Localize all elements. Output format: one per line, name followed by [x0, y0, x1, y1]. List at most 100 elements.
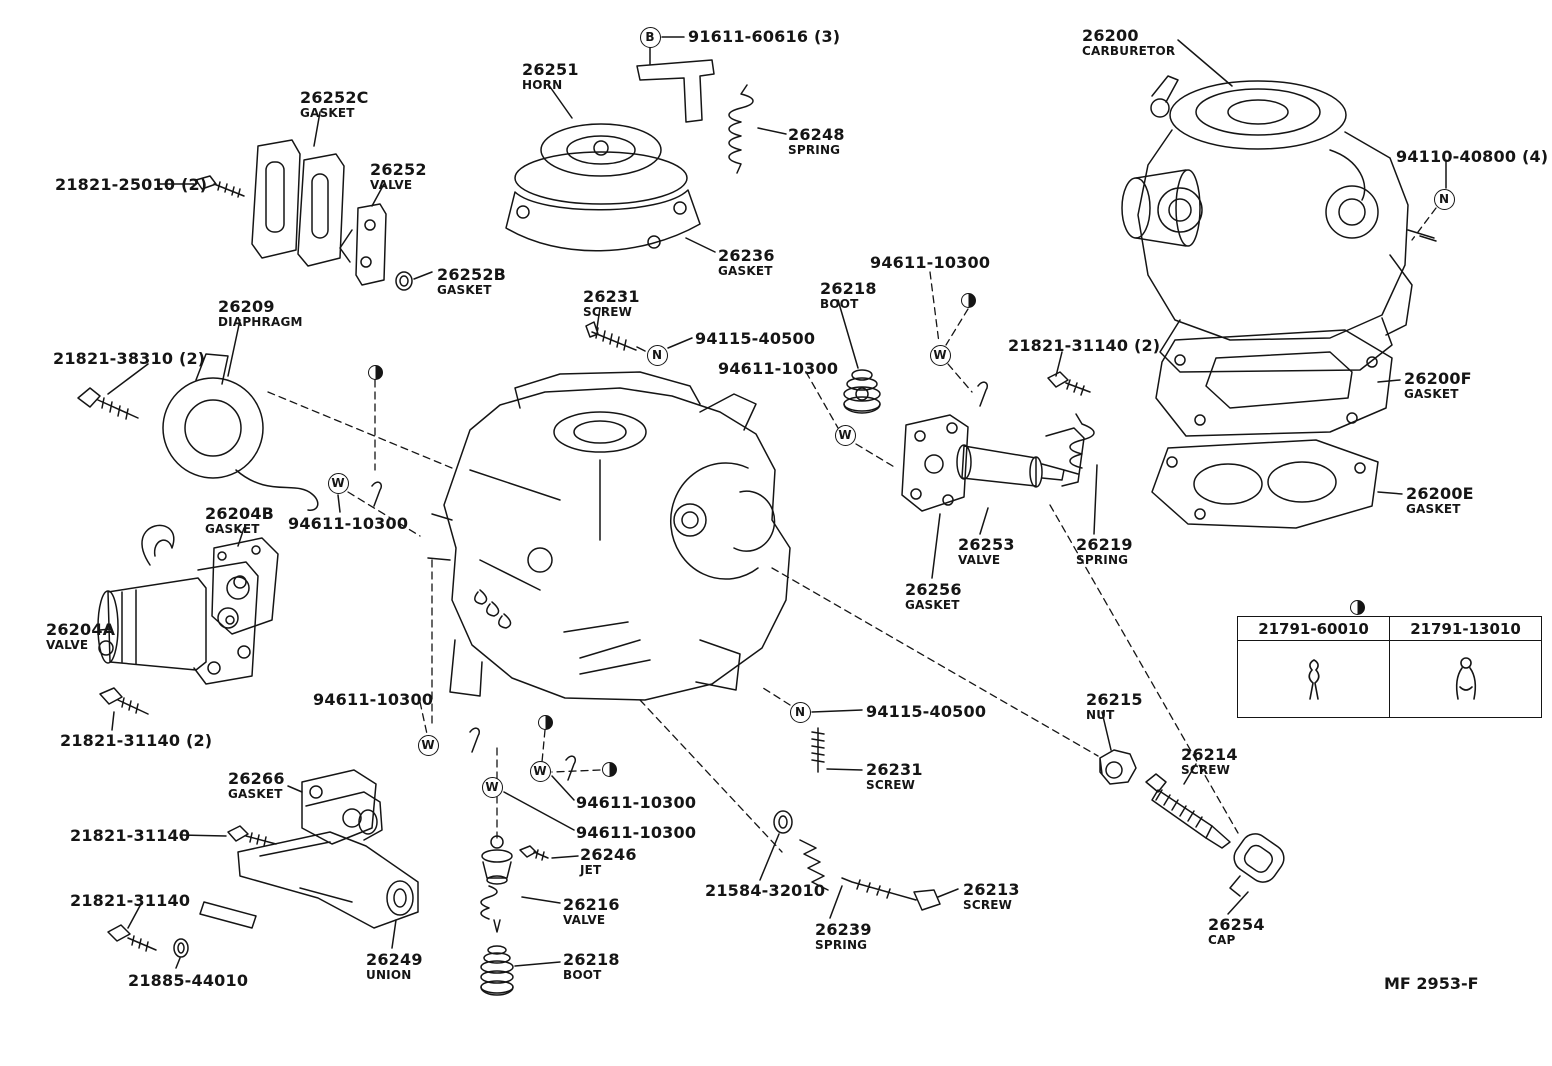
part-name: UNION	[366, 967, 412, 982]
part-name: VALVE	[958, 552, 1001, 567]
part-name: GASKET	[205, 521, 260, 536]
part-number: 26256	[905, 580, 962, 599]
part-number: 26246	[580, 845, 637, 864]
callout-w-icon: W	[481, 776, 503, 798]
part-number: 26200E	[1406, 484, 1474, 503]
part-number: 94611-10300	[313, 690, 434, 709]
part-label: 94115-40500	[866, 703, 986, 721]
callout-w-icon: W	[529, 760, 551, 782]
part-name: GASKET	[300, 105, 355, 120]
part-label: 94110-40800 (4)	[1396, 148, 1548, 166]
part-number: 94110-40800 (4)	[1396, 147, 1549, 166]
table-body-cell	[1238, 641, 1390, 717]
half-filled-circle-icon	[601, 761, 617, 777]
part-name: CAP	[1208, 932, 1236, 947]
part-number: 26252C	[300, 88, 369, 107]
part-number: 26252	[370, 160, 427, 179]
part-number: 26204B	[205, 504, 275, 523]
part-number: 94611-10300	[576, 823, 697, 842]
part-label: 21885-44010	[128, 972, 248, 990]
callout-w-icon: W	[327, 472, 349, 494]
table-body-cell	[1390, 641, 1541, 717]
part-label: 21821-31140	[70, 892, 190, 910]
part-number: 26239	[815, 920, 872, 939]
part-name: CARBURETOR	[1082, 43, 1176, 58]
part-number: 21821-31140 (2)	[1008, 336, 1161, 355]
table-header-row: 21791-60010 21791-13010	[1238, 617, 1541, 641]
part-number: 94611-10300	[576, 793, 697, 812]
part-label: 94611-10300	[718, 360, 838, 378]
part-number: 26249	[366, 950, 423, 969]
part-label: 94115-40500	[695, 330, 815, 348]
part-name: GASKET	[437, 282, 492, 297]
part-number: 91611-60616 (3)	[688, 27, 841, 46]
part-number: 26231	[866, 760, 923, 779]
part-label: 94611-10300	[576, 794, 696, 812]
part-number: 26231	[583, 287, 640, 306]
part-name: SPRING	[1076, 552, 1129, 567]
part-label: 94611-10300	[288, 515, 408, 533]
diagram-code: MF 2953-F	[1384, 974, 1479, 993]
table-header-cell: 21791-13010	[1390, 617, 1541, 641]
part-name: GASKET	[905, 597, 960, 612]
part-number: 26216	[563, 895, 620, 914]
part-number: 21821-31140	[70, 891, 191, 910]
part-name: JET	[580, 862, 602, 877]
half-filled-circle-icon	[367, 364, 383, 380]
part-number: 26251	[522, 60, 579, 79]
part-number: 26209	[218, 297, 275, 316]
callout-n-icon: N	[646, 344, 668, 366]
part-name: SCREW	[1181, 762, 1231, 777]
part-number: 26252B	[437, 265, 507, 284]
part-number: 26204A	[46, 620, 116, 639]
part-number: 26254	[1208, 915, 1265, 934]
part-number: 21821-25010 (2)	[55, 175, 208, 194]
part-number: 21821-31140 (2)	[60, 731, 213, 750]
clip-icon	[1307, 659, 1320, 700]
part-name: SPRING	[815, 937, 868, 952]
table-body-row	[1238, 641, 1541, 717]
callout-b-icon: B	[639, 26, 661, 48]
part-label: 91611-60616 (3)	[688, 28, 840, 46]
part-name: GASKET	[718, 263, 773, 278]
part-number: 26236	[718, 246, 775, 265]
part-name: NUT	[1086, 707, 1115, 722]
part-label: 21584-32010	[705, 882, 825, 900]
part-number: 94115-40500	[695, 329, 816, 348]
callout-w-icon: W	[417, 734, 439, 756]
part-name: SCREW	[866, 777, 916, 792]
part-name: GASKET	[1406, 501, 1461, 516]
part-number: 26218	[820, 279, 877, 298]
part-number: 94611-10300	[870, 253, 991, 272]
part-number: 26214	[1181, 745, 1238, 764]
part-number: 26200	[1082, 26, 1139, 45]
part-label: 21821-25010 (2)	[55, 176, 207, 194]
part-name: SCREW	[583, 304, 633, 319]
part-name: SPRING	[788, 142, 841, 157]
half-filled-circle-icon	[960, 292, 976, 308]
part-number: 26266	[228, 769, 285, 788]
clip-variant-table: 21791-60010 21791-13010	[1237, 616, 1542, 718]
part-label: 94611-10300	[870, 254, 990, 272]
